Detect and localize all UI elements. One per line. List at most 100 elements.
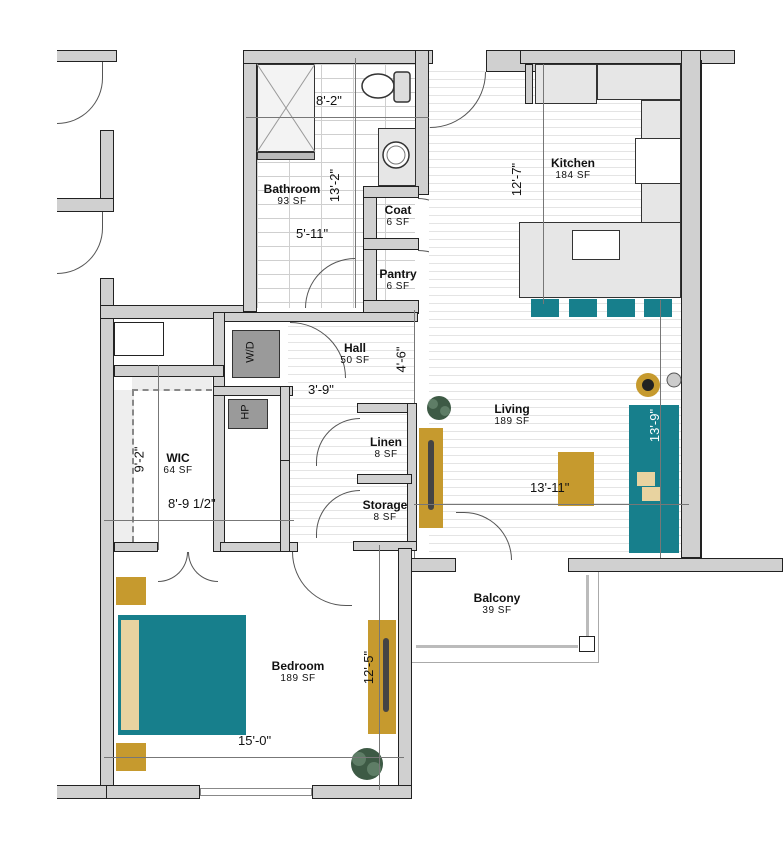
wic-dimline-v <box>158 365 159 550</box>
closet-wall-left <box>363 186 377 314</box>
linen-label: Linen 8 SF <box>364 435 408 461</box>
bar-stool-3[interactable] <box>607 299 635 317</box>
bar-stool-2[interactable] <box>569 299 597 317</box>
linen-area: 8 SF <box>374 449 398 461</box>
living-dimline-h <box>414 504 689 505</box>
hall-dim-width: 3'-9" <box>308 382 334 397</box>
bedroom-dim-height: 12'-5" <box>361 650 377 685</box>
toilet-icon[interactable] <box>360 66 412 106</box>
coffee-table[interactable] <box>558 452 594 506</box>
bedroom-window[interactable] <box>200 788 312 796</box>
wic-shelf-top <box>132 377 212 391</box>
bed[interactable] <box>118 615 246 735</box>
exterior-wall-right <box>681 50 701 558</box>
wd-hp-divider <box>213 386 293 396</box>
bathroom-dim-width-upper: 8'-2" <box>316 93 342 108</box>
hall-dim-height: 4'-6" <box>393 346 409 373</box>
bedroom-wall-bottom-left <box>100 785 200 799</box>
bathroom-dimline-h <box>246 117 436 118</box>
bedroom-dimline-h <box>104 757 404 758</box>
heat-pump-label: HP <box>239 404 252 420</box>
wic-name: WIC <box>166 451 190 465</box>
bedroom-name: Bedroom <box>271 659 325 673</box>
wic-wall-bottom-right <box>220 542 298 552</box>
storage-wall-bottom <box>353 541 417 551</box>
balcony-area-value: 39 SF <box>482 605 512 617</box>
kitchen-dim-height: 12'-7" <box>509 162 525 197</box>
shower-x-icon <box>256 63 316 153</box>
bedroom-wall-bottom-right <box>312 785 412 799</box>
living-area: 189 SF <box>494 416 530 428</box>
washer-dryer[interactable] <box>232 330 280 378</box>
bed-pillows <box>121 620 139 730</box>
bedroom-door-swing[interactable] <box>292 552 352 606</box>
bedroom-wall-right <box>398 548 412 798</box>
pantry-area: 6 SF <box>386 281 410 293</box>
linen-box-left <box>114 322 164 356</box>
storage-name: Storage <box>362 498 408 512</box>
exterior-wall-top-left <box>57 50 117 62</box>
coat-pantry-divider <box>363 238 419 250</box>
neighbor-door-swing-2 <box>57 212 103 274</box>
coat-wall-top <box>363 186 419 198</box>
bathroom-dimline-v <box>355 58 356 308</box>
kitchen-area: 184 SF <box>555 170 591 182</box>
balcony-area <box>412 572 599 663</box>
hall-label: Hall 50 SF <box>330 341 380 366</box>
wic-wall-top <box>114 365 224 377</box>
wic-door-right-swing[interactable] <box>188 552 218 582</box>
balcony-label: Balcony 39 SF <box>462 591 532 617</box>
fridge-side-wall <box>525 64 533 104</box>
living-label: Living 189 SF <box>480 402 544 428</box>
pantry-name: Pantry <box>379 267 417 281</box>
bedroom-dim-width: 15'-0" <box>238 733 272 748</box>
bathroom-wall-top <box>243 50 433 64</box>
balcony-name: Balcony <box>473 591 521 605</box>
bedroom-plant-icon <box>351 748 383 780</box>
balcony-post <box>579 636 595 652</box>
storage-label: Storage 8 SF <box>358 498 412 523</box>
refrigerator[interactable] <box>535 64 597 104</box>
linen-name: Linen <box>370 435 402 449</box>
pantry-label: Pantry 6 SF <box>372 267 424 293</box>
bedroom-tv[interactable] <box>383 638 389 712</box>
bedroom-dimline-v <box>379 545 380 790</box>
plant-icon <box>427 396 451 420</box>
coat-area: 6 SF <box>386 217 410 229</box>
linen-storage-divider <box>357 474 412 484</box>
bar-stool-1[interactable] <box>531 299 559 317</box>
bedroom-label: Bedroom 189 SF <box>262 659 334 684</box>
bathroom-area: 93 SF <box>277 196 307 208</box>
kitchen-counter-top <box>597 64 681 100</box>
sink-icon[interactable] <box>380 140 412 170</box>
wic-dim-height: 9'-2" <box>131 446 147 473</box>
kitchen-sink[interactable] <box>572 230 620 260</box>
bar-stool-4[interactable] <box>644 299 672 317</box>
dresser[interactable] <box>368 620 396 734</box>
wic-wall-right <box>280 460 290 552</box>
living-dimline-v <box>660 300 661 562</box>
bathroom-label: Bathroom 93 SF <box>252 182 332 208</box>
wic-door-left-swing[interactable] <box>158 552 188 582</box>
bathroom-dim-width-lower: 5'-11" <box>296 226 329 241</box>
heat-pump[interactable] <box>228 399 268 429</box>
neighbor-door-swing-1 <box>57 62 103 124</box>
nightstand-top[interactable] <box>116 577 146 605</box>
exterior-wall-left-lower <box>100 278 114 790</box>
wic-label: WIC 64 SF <box>158 451 198 477</box>
wd-closet-wall <box>213 312 225 552</box>
living-name: Living <box>494 402 530 416</box>
wic-dimline-h <box>104 520 294 521</box>
coat-label: Coat 6 SF <box>377 203 419 229</box>
range[interactable] <box>635 138 681 184</box>
kitchen-label: Kitchen 184 SF <box>538 156 608 182</box>
washer-dryer-label: W/D <box>244 341 257 363</box>
tv[interactable] <box>428 440 434 510</box>
sofa-pillow-1 <box>637 472 655 486</box>
bathroom-name: Bathroom <box>263 182 321 196</box>
shower-curb <box>257 152 315 160</box>
exterior-wall-right-line <box>701 60 702 560</box>
coat-name: Coat <box>384 203 412 217</box>
wic-area: 64 SF <box>163 465 193 477</box>
